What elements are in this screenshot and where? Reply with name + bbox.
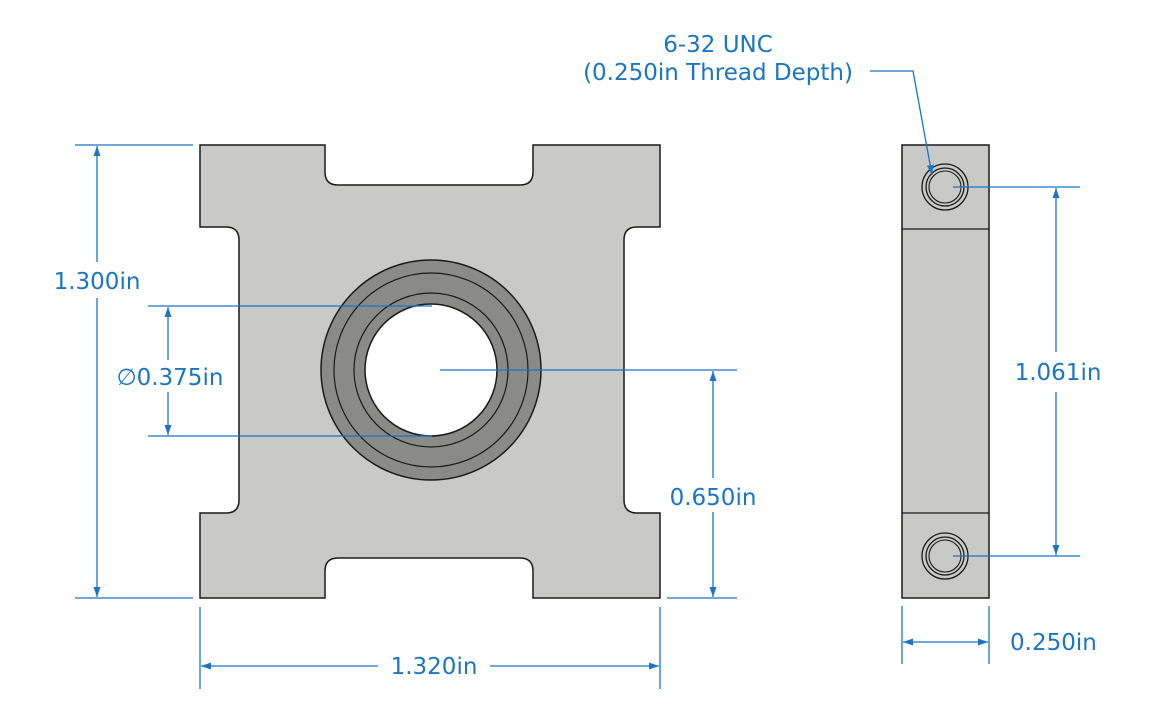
center-height-dimension: 0.650in (440, 369, 757, 599)
callout-line2: (0.250in Thread Depth) (583, 60, 853, 86)
callout-line1: 6-32 UNC (663, 32, 773, 58)
height-label: 1.300in (54, 269, 141, 295)
width-label: 1.320in (391, 654, 478, 680)
front-view (199, 144, 661, 599)
width-dimension: 1.320in (199, 607, 661, 689)
thread-callout: 6-32 UNC (0.250in Thread Depth) (583, 32, 934, 176)
thickness-label: 0.250in (1010, 630, 1097, 656)
diameter-label: ∅0.375in (117, 365, 224, 391)
hole-spacing-dimension: 1.061in (953, 186, 1102, 557)
center-height-label: 0.650in (670, 485, 757, 511)
diameter-dimension: ∅0.375in (117, 305, 432, 437)
height-dimension: 1.300in (54, 144, 193, 599)
side-view (901, 144, 990, 599)
hole-spacing-label: 1.061in (1015, 360, 1102, 386)
thickness-dimension: 0.250in (901, 606, 1097, 664)
side-outline (901, 144, 990, 599)
